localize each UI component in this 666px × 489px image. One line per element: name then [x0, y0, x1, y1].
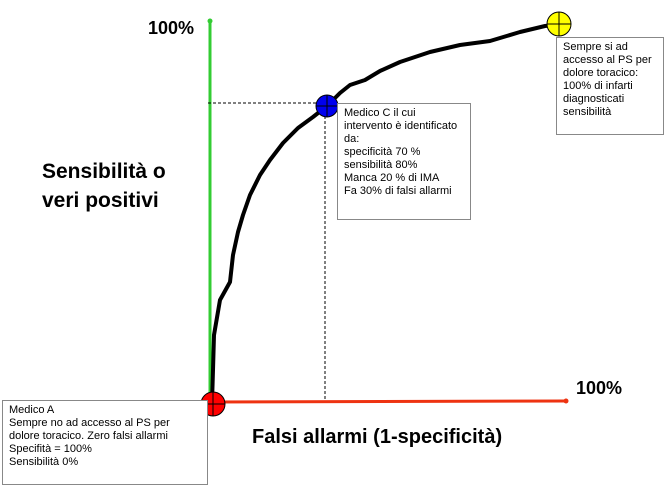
- x-axis-end-dot: [563, 398, 569, 404]
- x-axis-max-label: 100%: [576, 378, 623, 398]
- note-sempre-si: Sempre si ad accesso al PS per dolore to…: [556, 37, 664, 135]
- point-sempre-si: [546, 11, 572, 37]
- y-axis-end-dot: [207, 18, 213, 24]
- x-axis-line: [211, 399, 567, 404]
- roc-curve: [210, 22, 566, 404]
- y-axis-max-label: 100%: [148, 18, 195, 38]
- point-medico-c: [315, 94, 339, 118]
- y-axis-title: Sensibilità o veri positivi: [42, 160, 166, 212]
- note-medico-a: Medico A Sempre no ad accesso al PS per …: [2, 400, 208, 485]
- note-medico-c: Medico C il cui intervento è identificat…: [337, 103, 471, 220]
- x-axis-title: Falsi allarmi (1-specificità): [252, 426, 503, 448]
